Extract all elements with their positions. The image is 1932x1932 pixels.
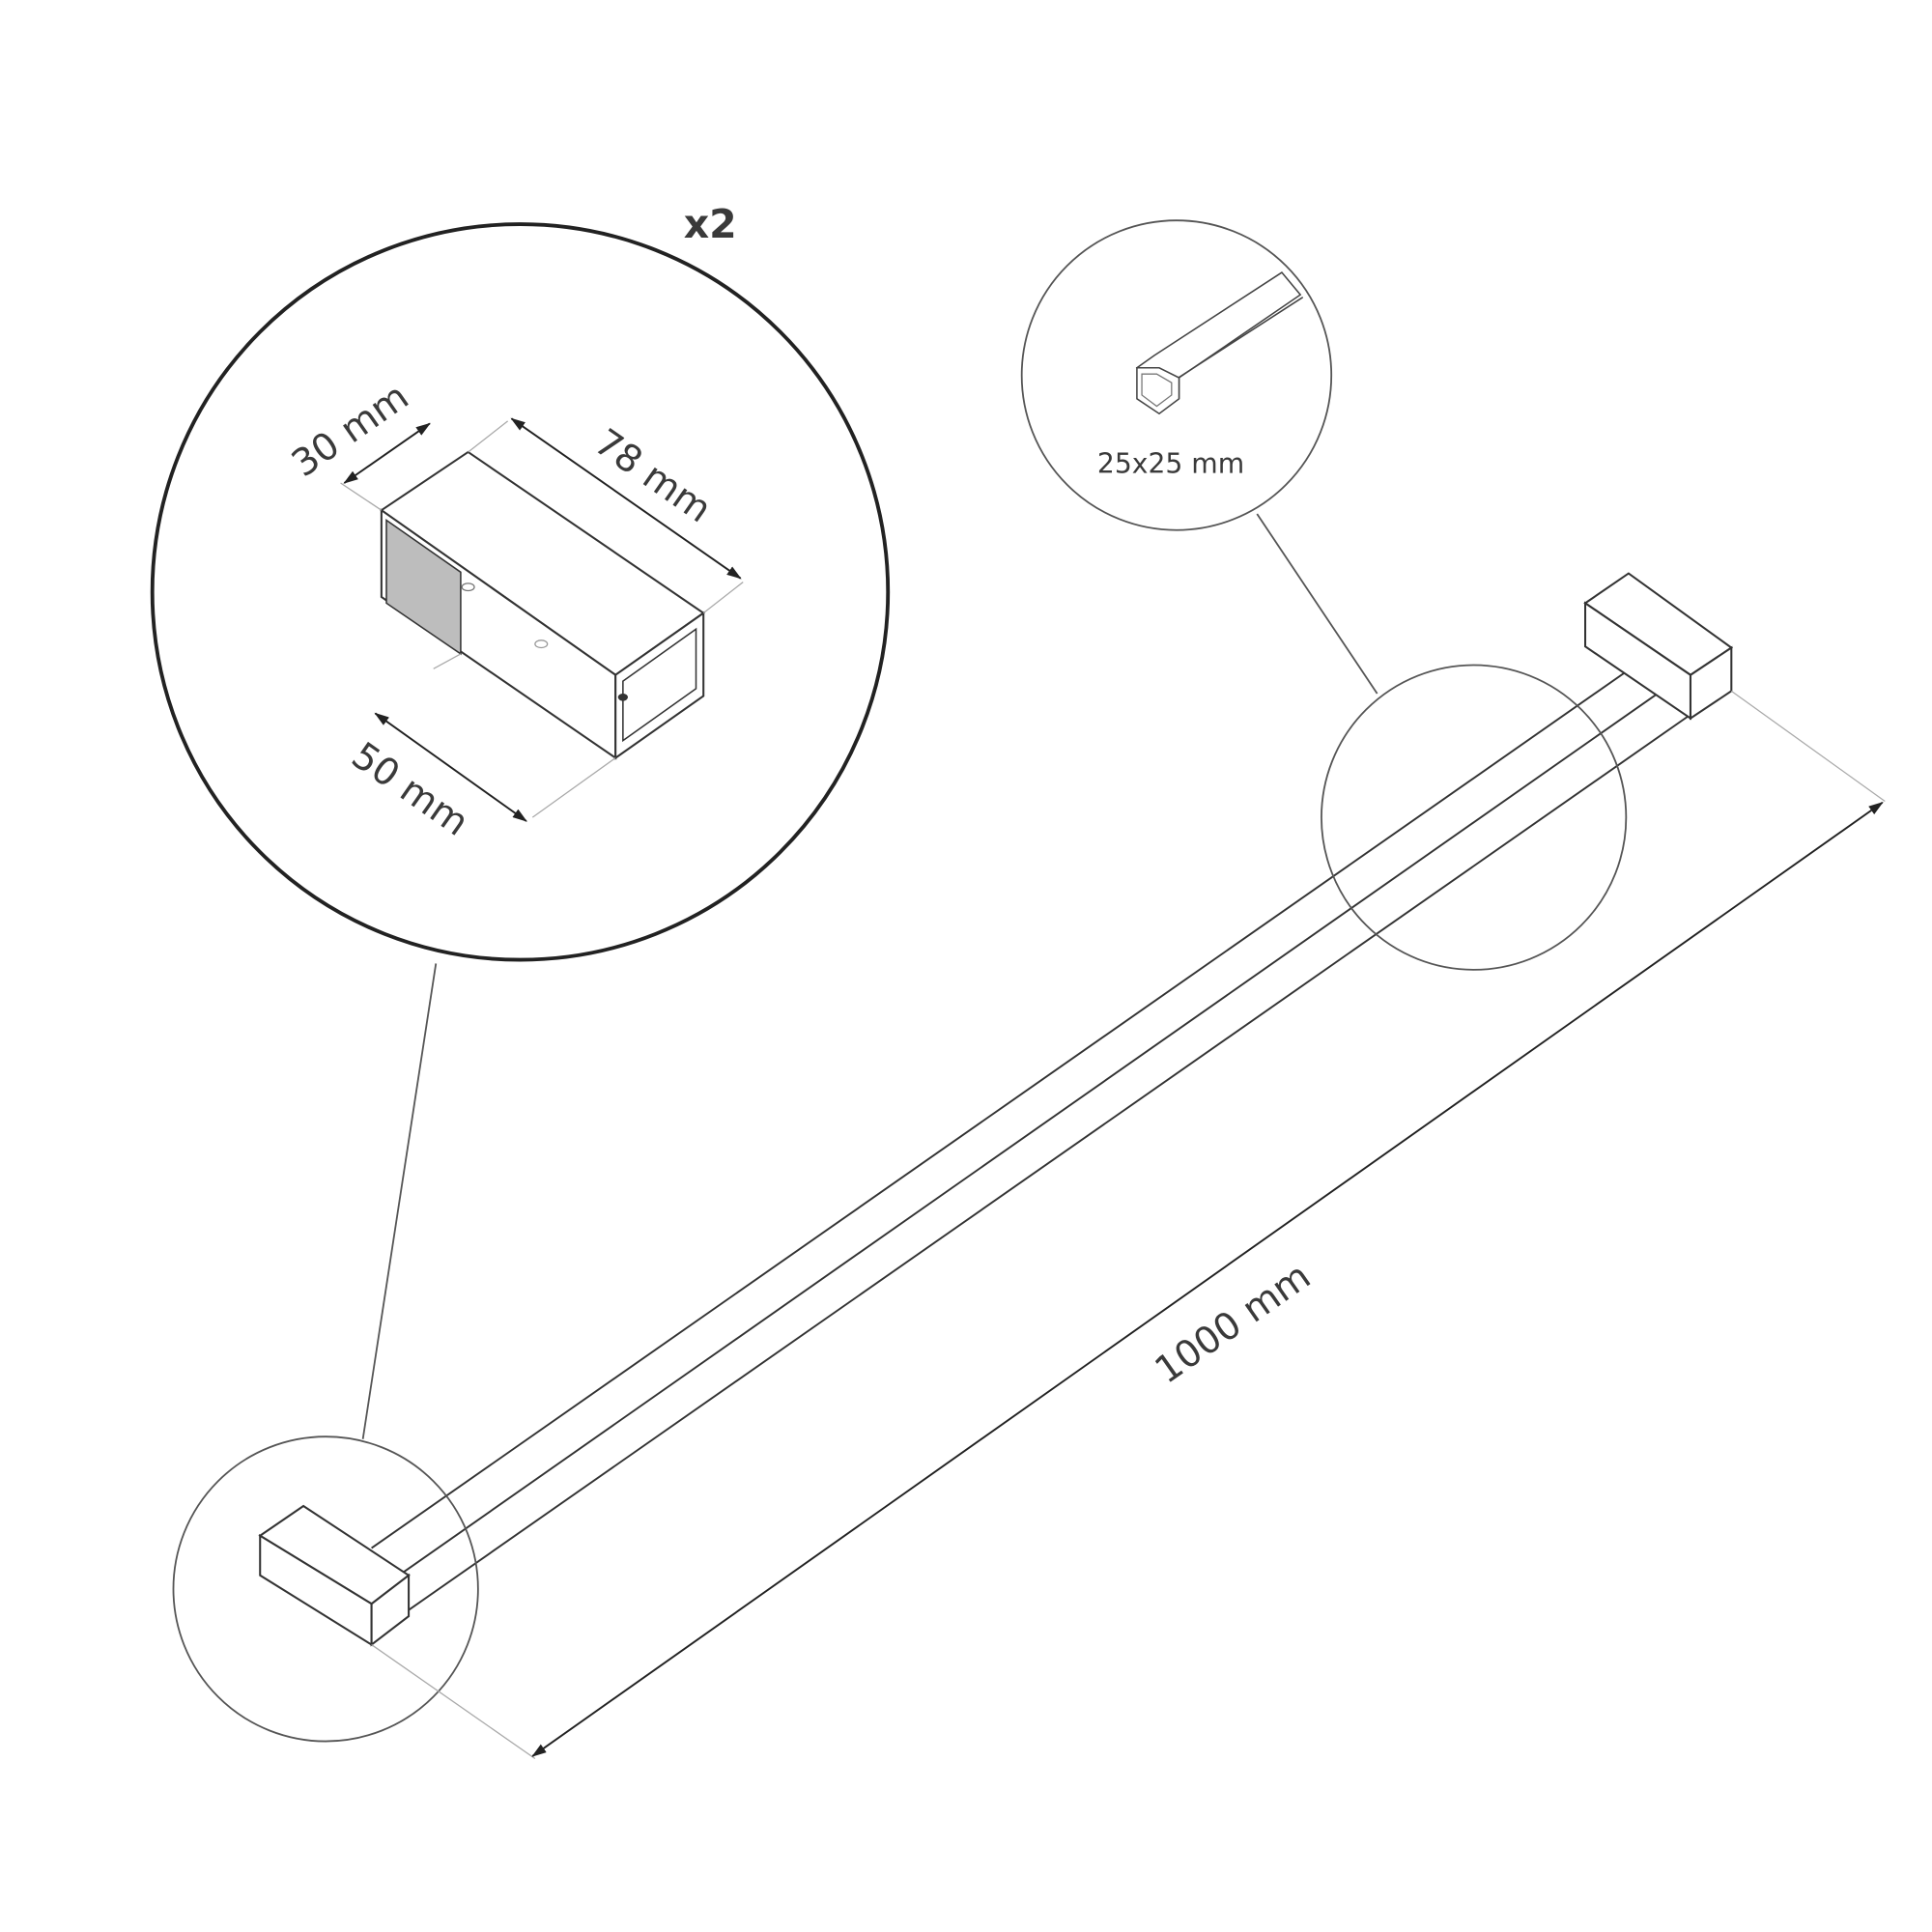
tube-section-label: 25x25 mm (1097, 448, 1244, 480)
leader-line-right (1256, 513, 1378, 695)
detail-circle-right (1321, 664, 1628, 971)
leader-line-left (361, 963, 438, 1439)
detail-circle-left (172, 1435, 479, 1743)
tube-section-detail: 25x25 mm (1020, 219, 1333, 531)
connector-detail: 30 mm 78 mm 50 mm (150, 222, 891, 962)
end-cap-left (258, 1504, 411, 1647)
quantity-label: x2 (684, 201, 737, 247)
end-cap-right (1583, 572, 1734, 721)
dim-1000mm: 1000 mm (1148, 1255, 1319, 1393)
